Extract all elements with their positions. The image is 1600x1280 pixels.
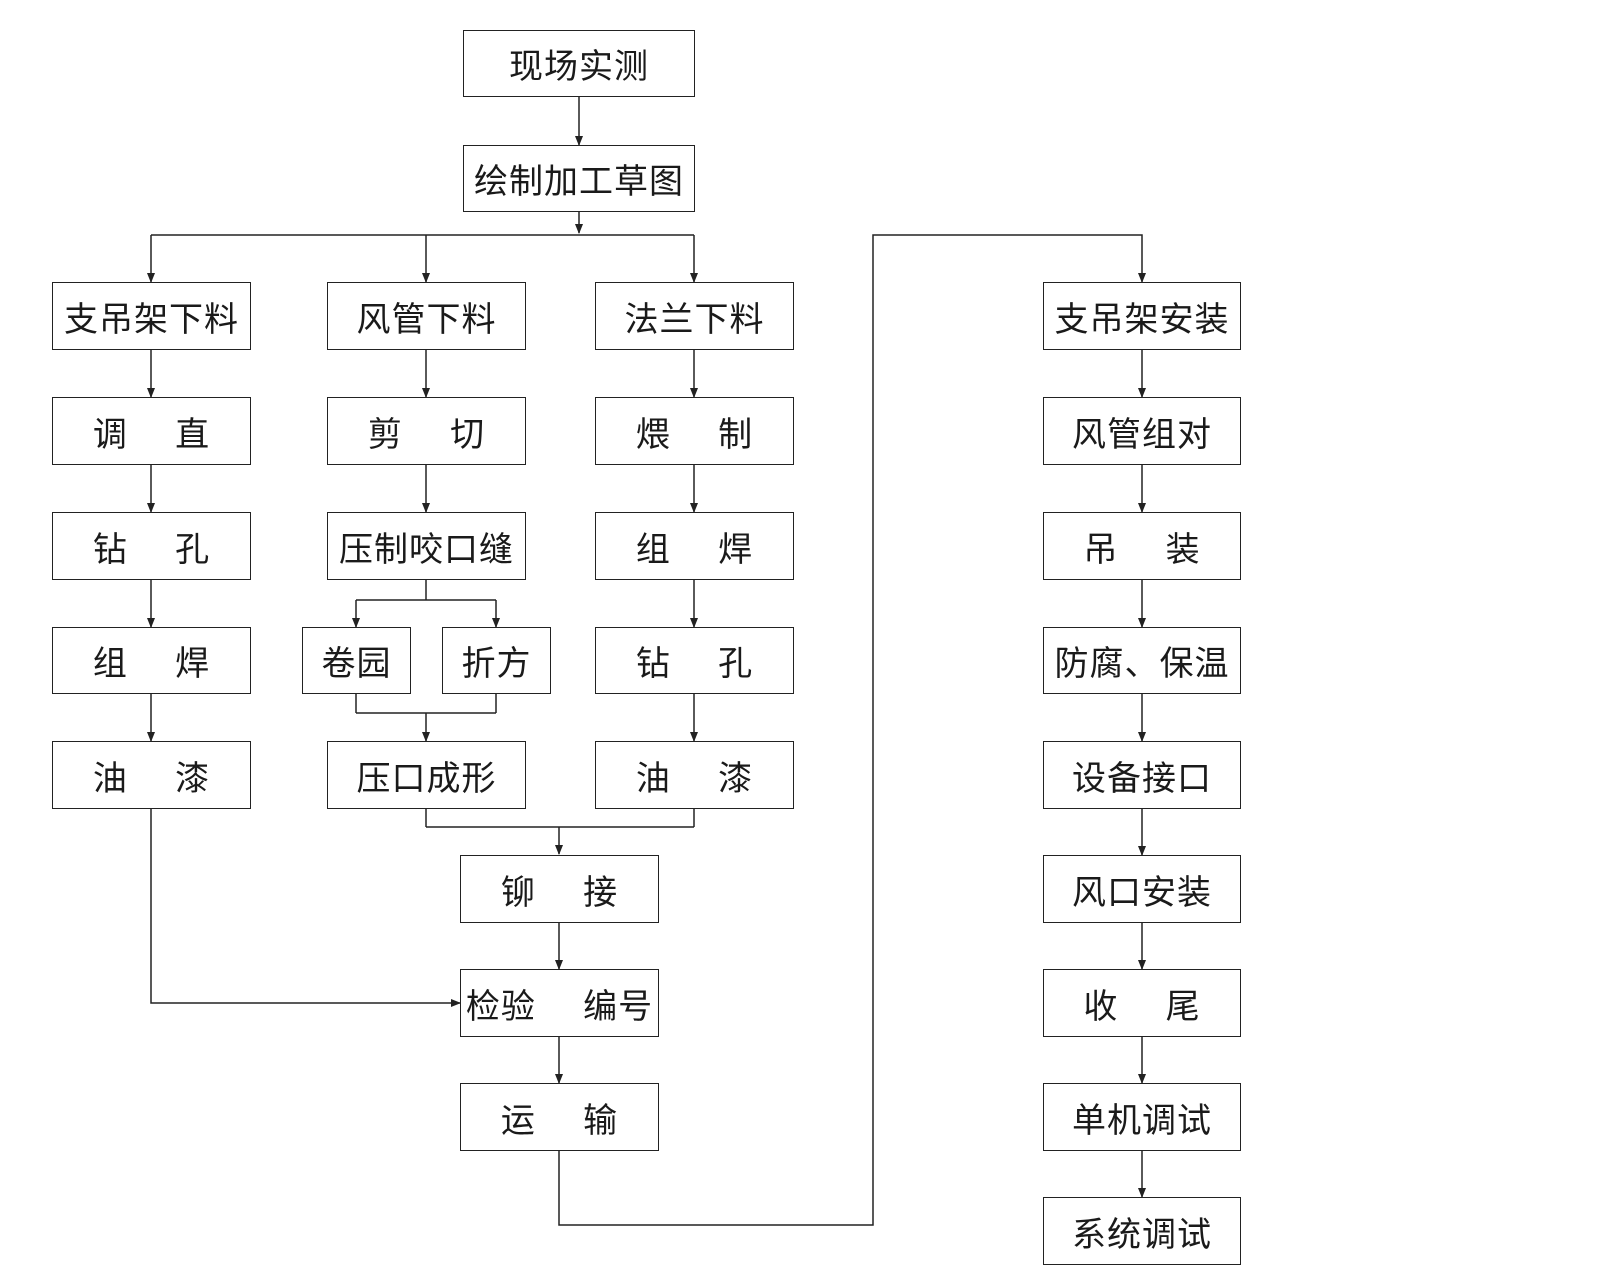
node-bracket-install: 支吊架安装: [1043, 282, 1241, 350]
node-duct-fold: 折方: [442, 627, 551, 694]
node-insulation: 防腐、保温: [1043, 627, 1241, 694]
node-duct-roll: 卷园: [302, 627, 411, 694]
node-draft: 绘制加工草图: [463, 145, 695, 212]
node-survey: 现场实测: [463, 30, 695, 97]
node-bracket-straighten: 调 直: [52, 397, 251, 465]
node-bracket-cut: 支吊架下料: [52, 282, 251, 350]
node-flange-weld: 组 焊: [595, 512, 794, 580]
node-flange-paint: 油 漆: [595, 741, 794, 809]
node-duct-shear: 剪 切: [327, 397, 526, 465]
node-duct-cut: 风管下料: [327, 282, 526, 350]
node-flange-cut: 法兰下料: [595, 282, 794, 350]
node-hoist: 吊 装: [1043, 512, 1241, 580]
node-system-test: 系统调试: [1043, 1197, 1241, 1265]
node-bracket-drill: 钻 孔: [52, 512, 251, 580]
node-flange-drill: 钻 孔: [595, 627, 794, 694]
node-flange-bend: 煨 制: [595, 397, 794, 465]
node-unit-test: 单机调试: [1043, 1083, 1241, 1151]
node-rivet: 铆 接: [460, 855, 659, 923]
node-finish: 收 尾: [1043, 969, 1241, 1037]
node-bracket-paint: 油 漆: [52, 741, 251, 809]
node-transport: 运 输: [460, 1083, 659, 1151]
node-inspect: 检验 编号: [460, 969, 659, 1037]
node-equipment-joint: 设备接口: [1043, 741, 1241, 809]
node-vent-install: 风口安装: [1043, 855, 1241, 923]
node-duct-assemble: 风管组对: [1043, 397, 1241, 465]
node-duct-form: 压口成形: [327, 741, 526, 809]
node-bracket-weld: 组 焊: [52, 627, 251, 694]
node-duct-seam: 压制咬口缝: [327, 512, 526, 580]
